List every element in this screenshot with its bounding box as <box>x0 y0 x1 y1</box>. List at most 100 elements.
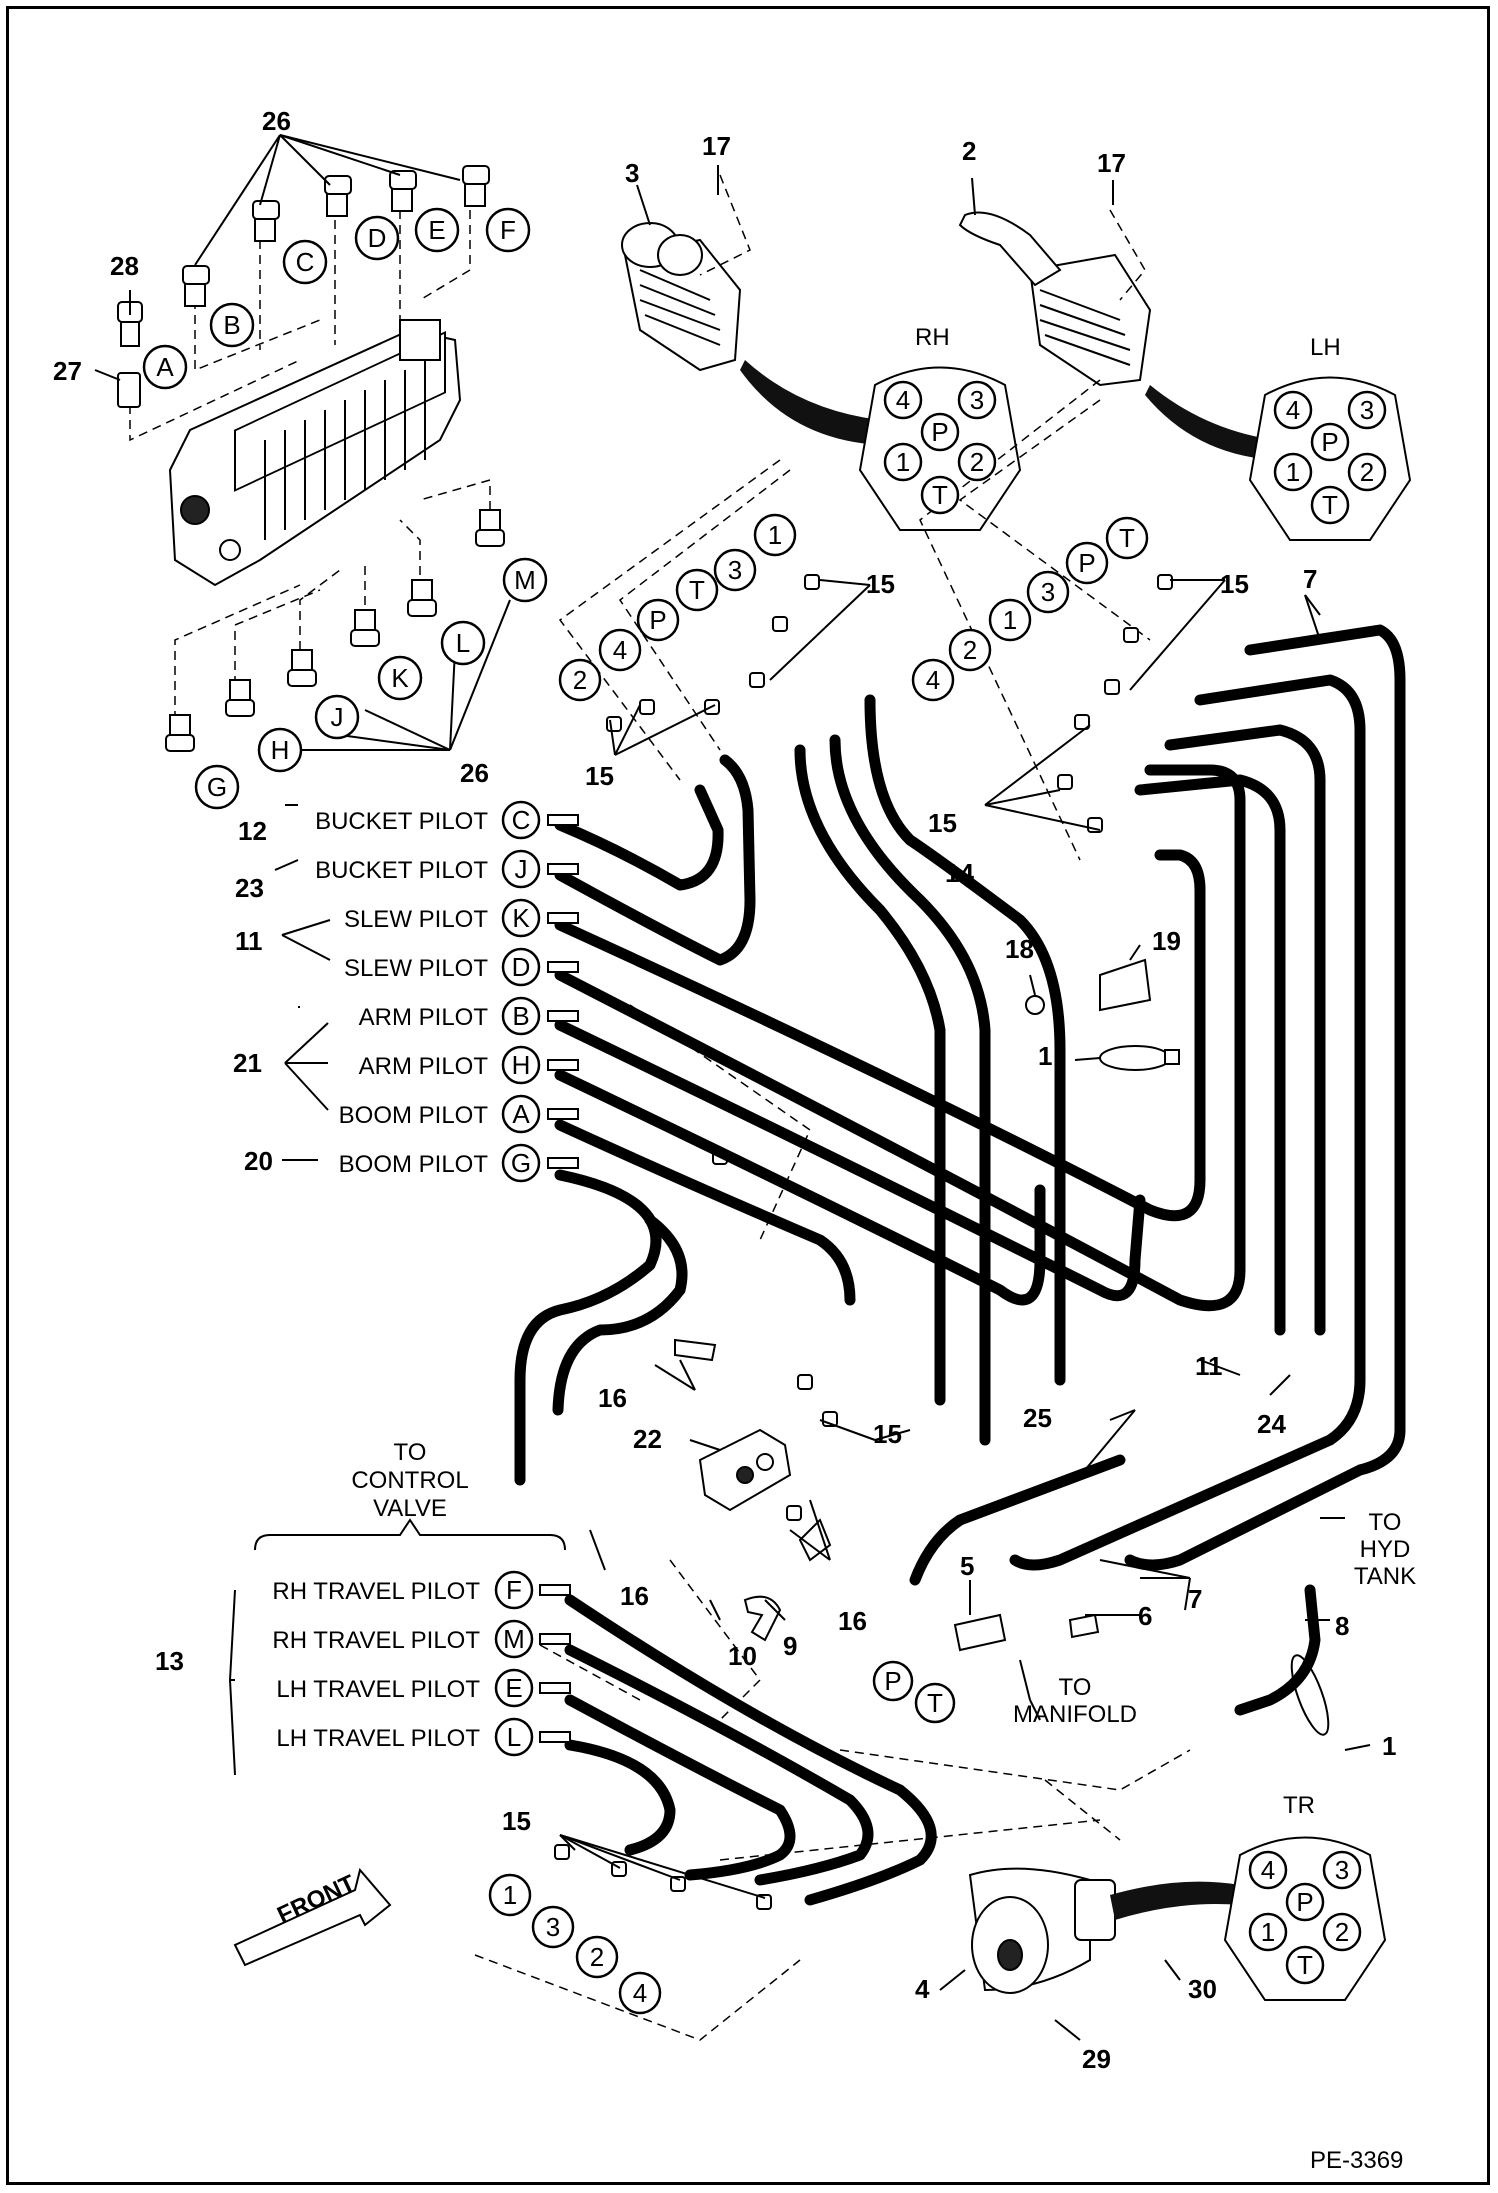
lh-face-port-3: 3 <box>1347 390 1387 430</box>
lh-face-port-1: 1 <box>1273 452 1313 492</box>
tr-face-port-p: P <box>1285 1882 1325 1922</box>
tr-hose-port-4: 4 <box>618 1971 662 2015</box>
lh-face-port-2-text: 2 <box>1360 457 1374 487</box>
valve-fitting-e: E <box>414 207 460 253</box>
rh-hose-port-3: 3 <box>713 548 757 592</box>
pilot-line-name: ARM PILOT <box>359 1053 489 1080</box>
joystick-titles: RH LH TR <box>915 324 1341 1819</box>
clamp-19 <box>1025 958 1152 1015</box>
lh-face-port-1-text: 1 <box>1286 457 1300 487</box>
valve-fitting-k: K <box>377 655 423 701</box>
tr-face-port-t: T <box>1285 1945 1325 1985</box>
to-control-valve-line3: VALVE <box>373 1495 447 1522</box>
pilot-port-k: K <box>501 898 541 938</box>
valve-fitting-a: A <box>142 344 188 390</box>
rh-hose-port-t: T <box>675 568 719 612</box>
tr-face-port-t-text: T <box>1297 1950 1313 1980</box>
callout-8: 8 <box>1335 1611 1349 1641</box>
tr-title: TR <box>1283 1792 1315 1819</box>
callout-7-top: 7 <box>1303 564 1317 594</box>
callout-29: 29 <box>1082 2044 1111 2074</box>
travel-port-e-text: E <box>505 1673 522 1703</box>
rh-hose-port-1-text: 1 <box>768 520 782 550</box>
tie-strap-icons <box>1099 1045 1330 1736</box>
valve-fitting-c-text: C <box>296 247 315 277</box>
rh-face-port-p: P <box>920 412 960 452</box>
tr-face-port-3-text: 3 <box>1335 1855 1349 1885</box>
lh-hose-port-t-text: T <box>1119 523 1135 553</box>
travel-line-name: LH TRAVEL PILOT <box>276 1725 480 1752</box>
manifold-port-t: T <box>927 1688 943 1718</box>
pilot-hoses <box>514 624 1406 1906</box>
lh-joystick-icon <box>958 211 1275 460</box>
valve-fitting-f: F <box>485 207 531 253</box>
fitting-icons-bottom <box>165 509 505 752</box>
tr-face-port-1-text: 1 <box>1261 1917 1275 1947</box>
lh-hose-port-2: 2 <box>948 628 992 672</box>
manifold-tee <box>953 1613 1100 1652</box>
valve-fitting-b-text: B <box>223 310 240 340</box>
rh-face-port-1: 1 <box>883 442 923 482</box>
tr-hose-port-4-text: 4 <box>633 1978 647 2008</box>
callout-23: 23 <box>235 873 264 903</box>
manifold-port-circles: P T <box>872 1660 956 1724</box>
valve-fitting-e-text: E <box>428 215 445 245</box>
callout-22: 22 <box>633 1424 662 1454</box>
lh-hose-port-4-text: 4 <box>926 665 940 695</box>
tr-face-port-p-text: P <box>1296 1887 1313 1917</box>
pilot-port-j-text: J <box>515 854 528 884</box>
valve-fitting-g-text: G <box>207 772 227 802</box>
callout-3: 3 <box>625 158 639 188</box>
callout-26-top: 26 <box>262 106 291 136</box>
pilot-line-name: SLEW PILOT <box>344 906 488 933</box>
travel-port-l: L <box>494 1717 534 1757</box>
pilot-port-a-text: A <box>512 1099 530 1129</box>
rh-face-port-1-text: 1 <box>896 447 910 477</box>
callout-11-right: 11 <box>1195 1351 1223 1381</box>
callout-2: 2 <box>962 136 976 166</box>
pilot-port-d-text: D <box>512 952 531 982</box>
pilot-line-name: SLEW PILOT <box>344 955 488 982</box>
travel-port-f: F <box>494 1570 534 1610</box>
tr-hose-port-3: 3 <box>531 1905 575 1949</box>
to-hyd-tank-line2: HYD <box>1360 1536 1411 1563</box>
callout-4: 4 <box>915 1974 930 2004</box>
pilot-port-d: D <box>501 947 541 987</box>
travel-line-name: LH TRAVEL PILOT <box>276 1676 480 1703</box>
callout-20: 20 <box>244 1146 273 1176</box>
pilot-line-name: BOOM PILOT <box>339 1102 489 1129</box>
pilot-port-a: A <box>501 1094 541 1134</box>
callout-26-leaders <box>94 134 511 751</box>
callout-11: 11 <box>235 926 263 956</box>
callout-27: 27 <box>53 356 82 386</box>
callout-15-travel: 15 <box>502 1806 531 1836</box>
rh-hose-port-1: 1 <box>753 513 797 557</box>
tr-face-port-1: 1 <box>1248 1912 1288 1952</box>
rh-joystick-icon <box>621 222 880 445</box>
lh-face-port-t-text: T <box>1322 490 1338 520</box>
callout-1-bottom: 1 <box>1382 1731 1396 1761</box>
callout-30: 30 <box>1188 1974 1217 2004</box>
tr-hose-port-1-text: 1 <box>503 1880 517 1910</box>
pilot-port-g: G <box>501 1143 541 1183</box>
rh-face-port-4-text: 4 <box>896 385 910 415</box>
control-valve-assembly <box>168 319 462 587</box>
callout-numbers: 26 26 28 27 3 2 17 17 15 15 15 15 15 15 … <box>53 106 1396 2074</box>
pilot-port-h-text: H <box>512 1050 531 1080</box>
rh-hose-port-4: 4 <box>598 628 642 672</box>
lh-face-port-t: T <box>1310 485 1350 525</box>
rh-face-port-t: T <box>920 475 960 515</box>
callout-16-right: 16 <box>838 1606 867 1636</box>
valve-fitting-a-text: A <box>156 352 174 382</box>
valve-fitting-leaders <box>129 195 491 720</box>
pilot-line-name: BUCKET PILOT <box>315 857 488 884</box>
to-manifold-line2: MANIFOLD <box>1013 1701 1137 1728</box>
lh-hose-port-2-text: 2 <box>963 635 977 665</box>
destination-notes: TO CONTROL VALVE TO HYD TANK TO MANIFOLD… <box>273 1439 1416 2174</box>
valve-fitting-b: B <box>209 302 255 348</box>
valve-fitting-l: L <box>440 620 486 666</box>
callout-5: 5 <box>960 1551 974 1581</box>
callout-25: 25 <box>1023 1403 1052 1433</box>
